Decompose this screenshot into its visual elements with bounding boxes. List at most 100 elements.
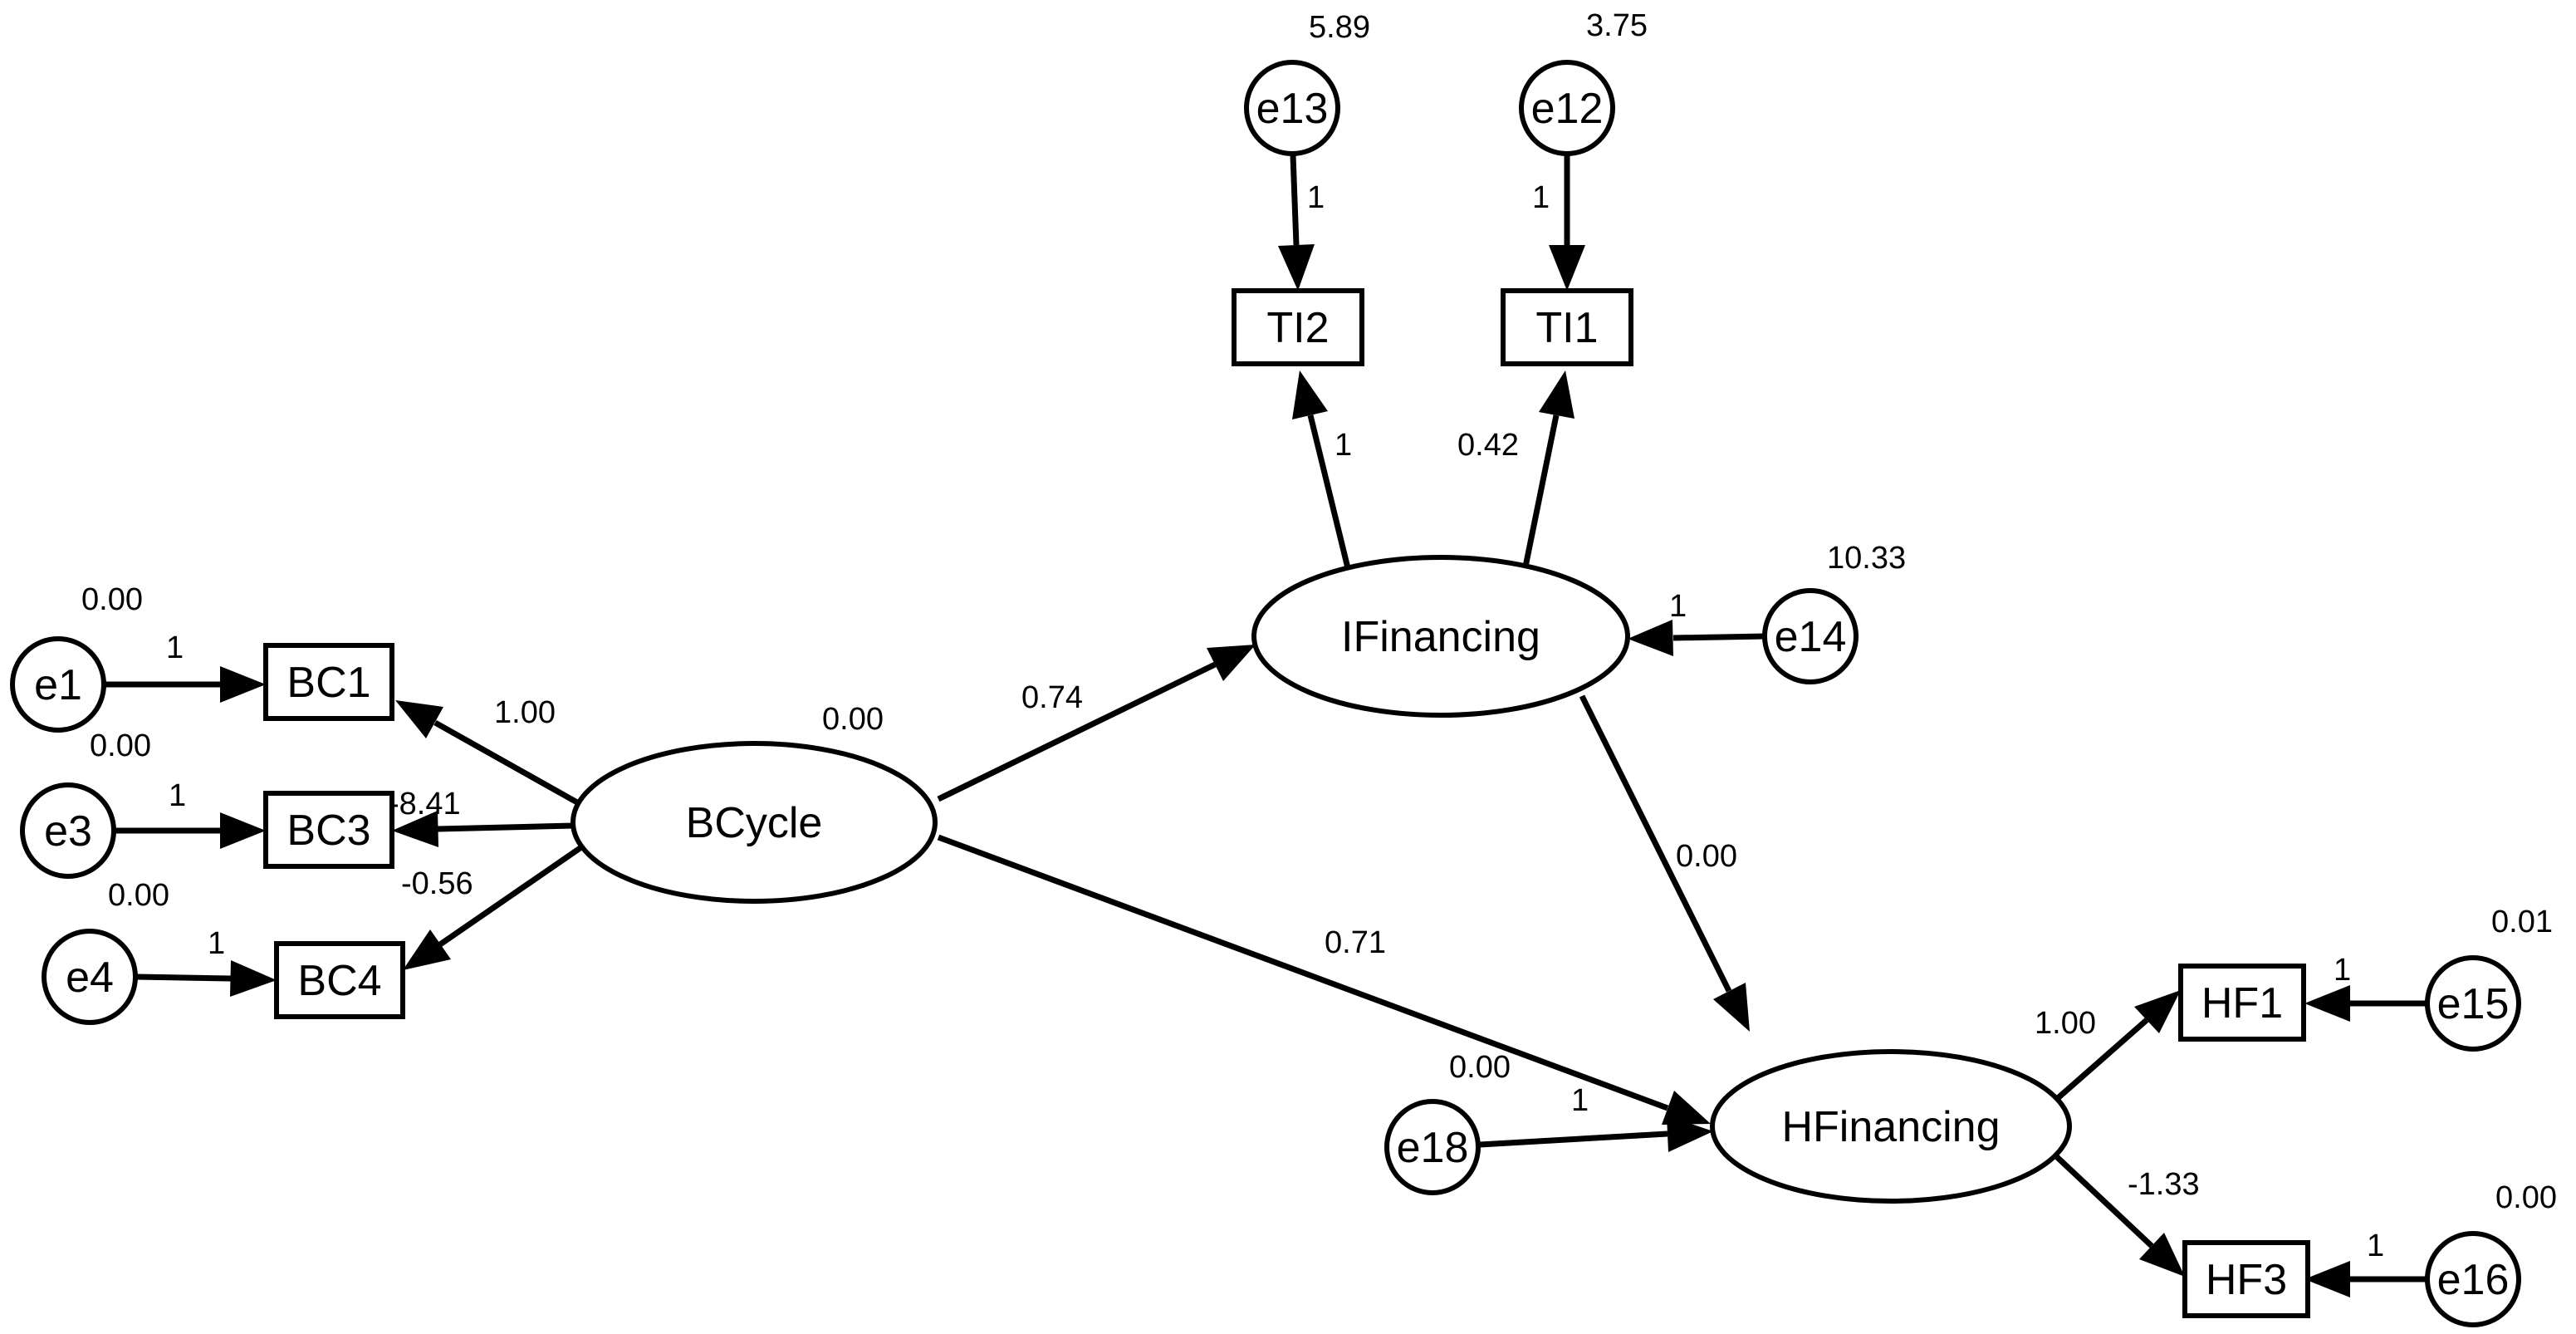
coef-ifinancing-hfinancing: 0.00: [1676, 839, 1737, 874]
node-ti2-label: TI2: [1266, 304, 1329, 352]
coef-bcycle-bc4: -0.56: [401, 866, 473, 901]
arrowhead-e1-bc1: [220, 666, 266, 703]
coef-ifinancing-ti1: 0.42: [1457, 428, 1519, 463]
edge-e13-ti2: [1290, 154, 1300, 246]
node-ti1: TI1: [1501, 288, 1633, 366]
edges: [105, 154, 2427, 1297]
coef-e12-ti1: 1: [1532, 180, 1550, 215]
node-bcycle: BCycle: [571, 741, 938, 904]
coef-bcycle-ifinancing: 0.74: [1021, 680, 1083, 715]
node-e13: e13: [1244, 60, 1340, 156]
node-hf1: HF1: [2178, 964, 2306, 1042]
node-bc3: BC3: [263, 791, 394, 869]
coef-e15-hf1: 1: [2334, 953, 2351, 988]
node-ti1-label: TI1: [1535, 304, 1598, 352]
arrowhead-e16-hf3: [2304, 1261, 2350, 1297]
variance-e4: 0.00: [108, 878, 169, 913]
node-bc1-label: BC1: [286, 659, 370, 707]
node-hf1-label: HF1: [2201, 979, 2283, 1027]
edge-bcycle-bc1: [433, 719, 579, 806]
node-hf3: HF3: [2182, 1240, 2310, 1318]
coef-e13-ti2: 1: [1307, 180, 1325, 215]
edge-e4-bc4: [136, 974, 232, 982]
variance-e1: 0.00: [81, 582, 143, 617]
edge-bcycle-ifinancing: [937, 661, 1217, 802]
edge-bcycle-bc3: [437, 822, 574, 832]
arrowhead-ifinancing-hfinancing: [1713, 983, 1750, 1032]
edge-e18-hfinancing: [1479, 1130, 1668, 1148]
node-e16-label: e16: [2437, 1256, 2510, 1304]
coef-e4-bc4: 1: [208, 926, 225, 961]
variance-e18: 0.00: [1449, 1050, 1511, 1085]
variance-bcycle: 0.00: [822, 702, 884, 737]
coef-hfinancing-hf1: 1.00: [2035, 1006, 2096, 1041]
arrowhead-e18-hfinancing: [1667, 1116, 1713, 1152]
variance-labels: 0.00 0.00 0.00 0.00 5.89 3.75 10.33 0.00…: [81, 8, 2557, 1215]
arrowhead-e12-ti1: [1549, 245, 1585, 291]
variance-e13: 5.89: [1309, 10, 1370, 45]
coefficient-labels: 1 1 1 1.00 -8.41 -0.56 0.74 0.71 1 0.42 …: [166, 180, 2384, 1263]
coef-bcycle-hfinancing: 0.71: [1325, 925, 1386, 960]
arrowhead-bcycle-bc4: [403, 929, 451, 970]
node-e18-label: e18: [1397, 1124, 1469, 1172]
node-e12-label: e12: [1531, 85, 1604, 133]
arrowhead-bcycle-hfinancing: [1662, 1091, 1711, 1125]
arrowhead-bcycle-ifinancing: [1207, 645, 1256, 681]
node-bc4-label: BC4: [297, 957, 381, 1005]
coef-e16-hf3: 1: [2367, 1229, 2384, 1263]
edge-hfinancing-hf3: [2054, 1154, 2154, 1248]
node-e14-label: e14: [1775, 613, 1847, 661]
nodes: e1 e3 e4 e13 e12 e14 e18 e15: [10, 60, 2521, 1327]
coef-e3-bc3: 1: [169, 778, 186, 813]
node-e1-label: e1: [34, 661, 82, 709]
node-e18: e18: [1384, 1099, 1481, 1195]
node-hf3-label: HF3: [2206, 1256, 2287, 1304]
node-e15-label: e15: [2437, 980, 2510, 1028]
arrowhead-e4-bc4: [230, 960, 277, 997]
node-e3: e3: [20, 782, 116, 879]
arrowhead-e3-bc3: [220, 812, 266, 849]
node-e4: e4: [42, 929, 138, 1025]
node-bc4: BC4: [274, 941, 405, 1019]
variance-e12: 3.75: [1586, 8, 1648, 43]
node-e3-label: e3: [44, 807, 92, 856]
arrowhead-ifinancing-ti2: [1292, 370, 1328, 419]
coef-e18-hfinancing: 1: [1571, 1083, 1589, 1118]
node-e12: e12: [1519, 60, 1615, 156]
node-bc3-label: BC3: [286, 807, 370, 855]
arrowhead-hfinancing-hf1: [2134, 990, 2181, 1033]
node-e4-label: e4: [66, 954, 114, 1002]
variance-e3: 0.00: [90, 728, 151, 763]
coef-e1-bc1: 1: [166, 630, 184, 665]
arrowhead-bcycle-bc1: [395, 700, 443, 738]
node-e15: e15: [2425, 955, 2521, 1052]
node-bc1: BC1: [263, 643, 394, 721]
coef-e14-ifinancing: 1: [1669, 589, 1687, 624]
arrowhead-e15-hf1: [2304, 985, 2350, 1022]
edge-bcycle-bc4: [438, 845, 583, 947]
coef-bcycle-bc1: 1.00: [494, 695, 556, 730]
edge-ifinancing-hfinancing: [1579, 694, 1732, 993]
arrowhead-e14-ifinancing: [1628, 620, 1673, 656]
edge-hfinancing-hf1: [2055, 1018, 2149, 1101]
node-e13-label: e13: [1256, 85, 1329, 133]
edge-ifinancing-ti2: [1307, 414, 1353, 576]
node-e14: e14: [1762, 588, 1859, 684]
node-hfinancing-label: HFinancing: [1781, 1103, 2000, 1151]
variance-e15: 0.01: [2491, 905, 2553, 939]
arrowhead-ifinancing-ti1: [1539, 370, 1574, 419]
variance-e16: 0.00: [2495, 1180, 2557, 1215]
coef-ifinancing-ti2: 1: [1335, 428, 1352, 463]
edge-bcycle-hfinancing: [937, 834, 1669, 1111]
node-ifinancing-label: IFinancing: [1341, 613, 1540, 661]
arrowhead-e13-ti2: [1278, 244, 1315, 291]
variance-e14: 10.33: [1827, 541, 1906, 576]
node-e1: e1: [10, 636, 106, 733]
coef-hfinancing-hf3: -1.33: [2128, 1167, 2200, 1202]
node-hfinancing: HFinancing: [1710, 1049, 2072, 1204]
edge-ifinancing-ti1: [1521, 414, 1560, 576]
arrowhead-bcycle-bc3: [392, 811, 438, 847]
arrowhead-hfinancing-hf3: [2139, 1233, 2185, 1277]
edge-e14-ifinancing: [1672, 633, 1766, 641]
